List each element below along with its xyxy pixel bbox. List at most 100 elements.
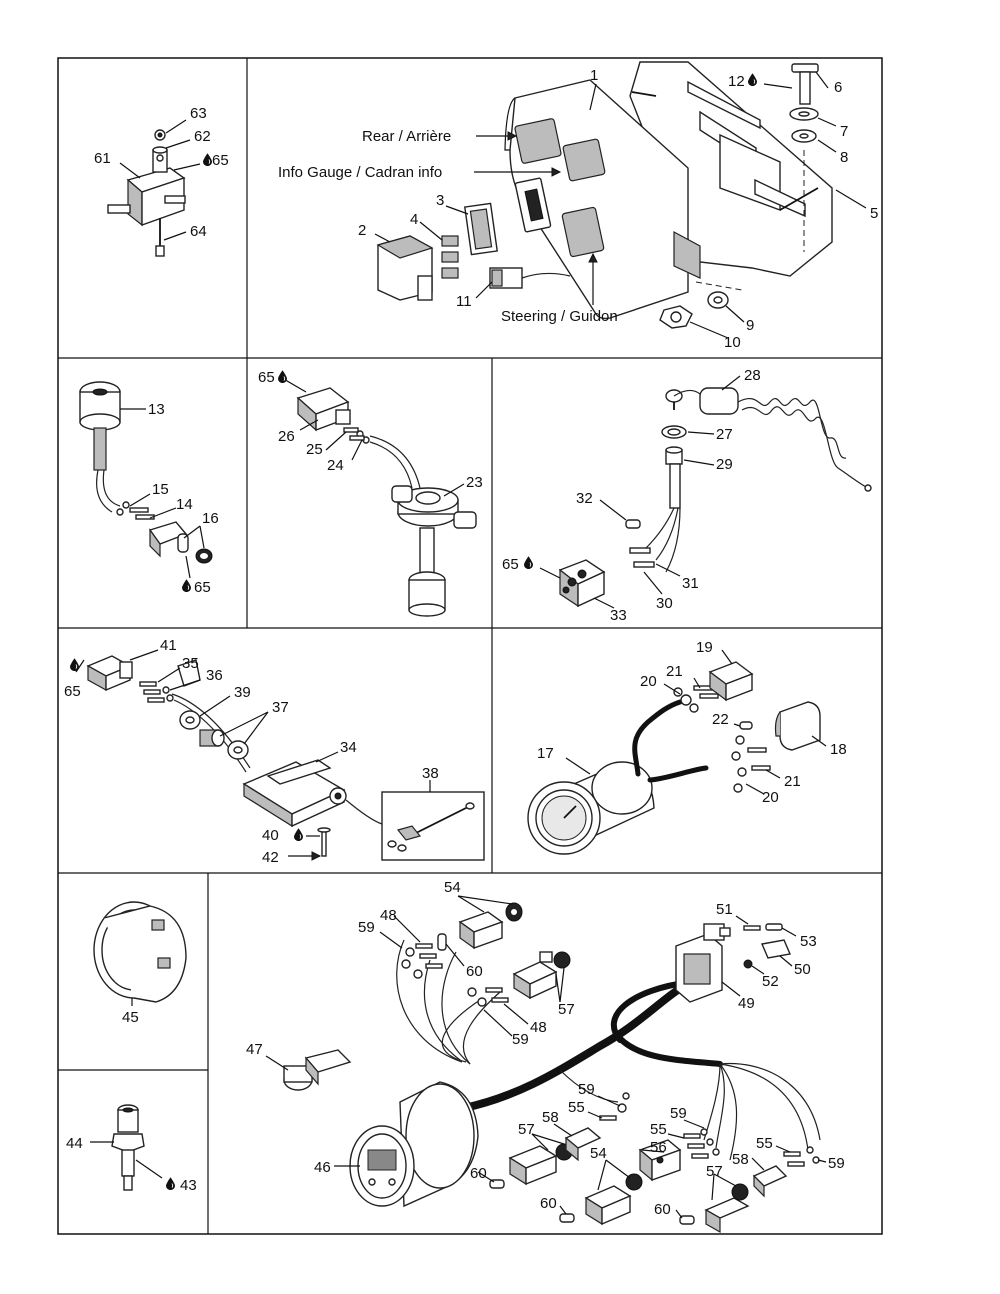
reverse-switch [86, 655, 383, 857]
label-43: 43 [180, 1177, 197, 1194]
callout-info-gauge: Info Gauge / Cadran info [278, 164, 442, 181]
panel-e-leaders [539, 375, 741, 609]
label-19: 19 [696, 639, 713, 656]
label-60: 60 [654, 1201, 671, 1218]
label-55: 55 [650, 1121, 667, 1138]
label-36: 36 [206, 667, 223, 684]
lubricant-drop-icon [182, 579, 191, 592]
panel-j-leaders [265, 895, 827, 1219]
label-46: 46 [314, 1159, 331, 1176]
label-26: 26 [278, 428, 295, 445]
label-24: 24 [327, 457, 344, 474]
label-52: 52 [762, 973, 779, 990]
label-11: 11 [456, 293, 472, 310]
label-18: 18 [830, 741, 847, 758]
label-65: 65 [64, 683, 81, 700]
label-59: 59 [670, 1105, 687, 1122]
harness-main [396, 939, 821, 1161]
label-54: 54 [444, 879, 461, 896]
label-65: 65 [502, 556, 519, 573]
label-13: 13 [148, 401, 165, 418]
label-15: 15 [152, 481, 169, 498]
label-6: 6 [834, 79, 842, 96]
label-10: 10 [724, 334, 741, 351]
label-57: 57 [518, 1121, 535, 1138]
label-60: 60 [466, 963, 483, 980]
label-31: 31 [682, 575, 699, 592]
label-7: 7 [840, 123, 848, 140]
sensor-13 [79, 381, 213, 564]
label-55: 55 [756, 1135, 773, 1152]
lubricant-drop-icon [278, 370, 287, 383]
label-5: 5 [870, 205, 878, 222]
label-39: 39 [234, 684, 251, 701]
label-33: 33 [610, 607, 627, 624]
label-59: 59 [512, 1031, 529, 1048]
label-61: 61 [94, 150, 111, 167]
label-8: 8 [840, 149, 848, 166]
label-27: 27 [716, 426, 733, 443]
label-55: 55 [568, 1099, 585, 1116]
label-2: 2 [358, 222, 366, 239]
label-50: 50 [794, 961, 811, 978]
label-12: 12 [728, 73, 745, 90]
label-62: 62 [194, 128, 211, 145]
label-40: 40 [262, 827, 279, 844]
cover-plate [463, 202, 499, 256]
panel-a-leaders [119, 119, 201, 241]
callout-rear: Rear / Arrière [362, 128, 451, 145]
label-44: 44 [66, 1135, 83, 1152]
label-21: 21 [784, 773, 801, 790]
label-32: 32 [576, 490, 593, 507]
lubricant-drop-icon [166, 1177, 175, 1190]
panel-f-leaders [75, 649, 431, 861]
label-16: 16 [202, 510, 219, 527]
connector-49 [675, 923, 791, 1003]
gauge-17 [527, 661, 821, 855]
label-3: 3 [436, 192, 444, 209]
solenoid-assembly [107, 129, 186, 257]
label-58: 58 [732, 1151, 749, 1168]
label-56: 56 [650, 1139, 667, 1156]
relay [376, 235, 434, 301]
fuses [441, 235, 459, 279]
label-20: 20 [640, 673, 657, 690]
jumper-connector [489, 267, 571, 289]
label-17: 17 [537, 745, 554, 762]
lubricant-drop-icon [294, 828, 303, 841]
label-48: 48 [530, 1019, 547, 1036]
inset-38 [381, 791, 485, 861]
label-21: 21 [666, 663, 683, 680]
callout-steering: Steering / Guidon [501, 308, 618, 325]
label-57: 57 [558, 1001, 575, 1018]
label-38: 38 [422, 765, 439, 782]
panel-g-leaders [565, 649, 827, 795]
panel-grid [57, 57, 883, 1235]
control-module [504, 79, 701, 320]
label-49: 49 [738, 995, 755, 1012]
info-gauge-46 [349, 1081, 479, 1208]
label-65: 65 [258, 369, 275, 386]
lubricant-drop-icon [203, 153, 212, 166]
label-45: 45 [122, 1009, 139, 1026]
label-60: 60 [470, 1165, 487, 1182]
label-14: 14 [176, 496, 193, 513]
label-37: 37 [272, 699, 289, 716]
label-60: 60 [540, 1195, 557, 1212]
lubricant-drop-icon [524, 556, 533, 569]
temp-sensor-44 [90, 1104, 163, 1191]
bezel-ring-45 [93, 901, 187, 1006]
label-42: 42 [262, 849, 279, 866]
label-4: 4 [410, 211, 418, 228]
label-29: 29 [716, 456, 733, 473]
label-48: 48 [380, 907, 397, 924]
label-34: 34 [340, 739, 357, 756]
label-59: 59 [358, 919, 375, 936]
label-47: 47 [246, 1041, 263, 1058]
label-20: 20 [762, 789, 779, 806]
label-28: 28 [744, 367, 761, 384]
level-sensor-23 [296, 387, 477, 617]
connectors-bottom [489, 1092, 820, 1234]
label-41: 41 [160, 637, 177, 654]
panel-b-leaders [374, 71, 867, 339]
